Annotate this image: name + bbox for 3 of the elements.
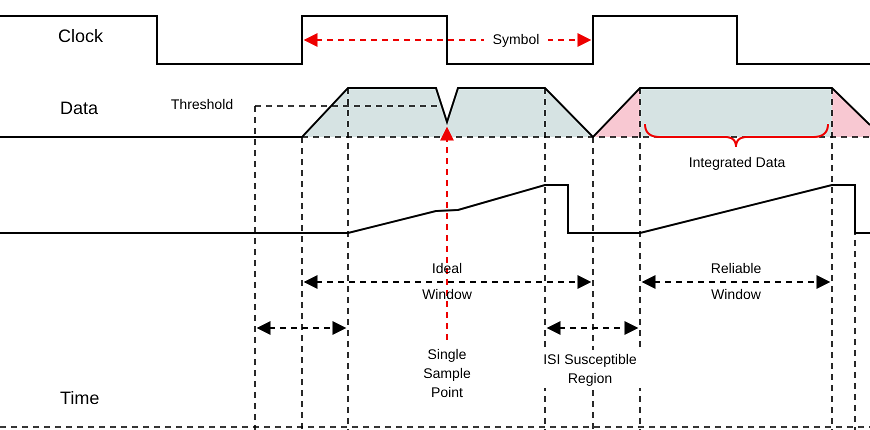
annotation-label: Ideal Window — [421, 259, 473, 304]
annotation-label: Reliable Window — [710, 259, 762, 304]
annotation-label: Threshold — [170, 95, 234, 114]
